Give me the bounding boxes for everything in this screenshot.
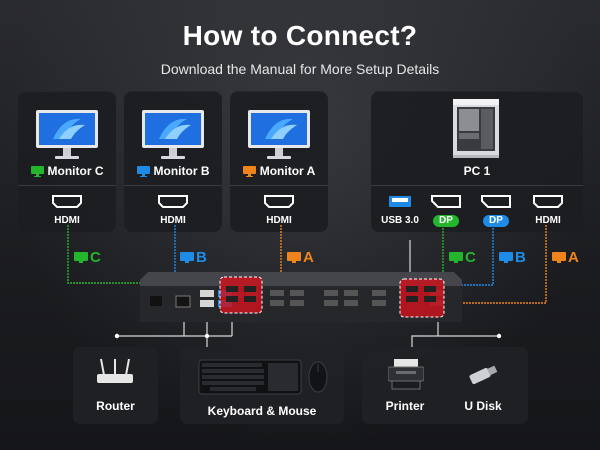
- pc-tower-icon: [453, 99, 499, 158]
- usb-port: USB 3.0: [379, 195, 421, 226]
- dp-port-blue: DP: [477, 195, 515, 227]
- monitor-c-label: Monitor C: [18, 164, 116, 178]
- monitor-c-card: Monitor C HDMI: [18, 91, 116, 232]
- tag-monitor-a: A: [287, 249, 314, 266]
- kvm-switch: [140, 272, 462, 322]
- displayport-icon: [481, 195, 511, 208]
- displayport-icon: [431, 195, 461, 208]
- monitor-icon: [142, 110, 204, 159]
- monitor-color-icon: [136, 165, 150, 177]
- monitor-color-icon: [74, 251, 88, 263]
- usb-drive-icon: [469, 365, 498, 385]
- printer-label: Printer: [385, 399, 425, 413]
- keyboard-icon: [198, 359, 302, 395]
- card-divider: [18, 185, 116, 186]
- tag-pc-b: B: [499, 249, 526, 266]
- monitor-color-icon: [499, 251, 513, 263]
- monitor-color-icon: [552, 251, 566, 263]
- hdmi-port: HDMI: [529, 195, 567, 226]
- monitor-icon: [36, 110, 98, 159]
- hdmi-port: HDMI: [264, 195, 294, 226]
- tag-monitor-c: C: [74, 249, 101, 266]
- keyboard-mouse-label: Keyboard & Mouse: [207, 404, 317, 418]
- printer-udisk-card: Printer U Disk: [362, 347, 528, 424]
- usb-port-icon: [389, 196, 411, 207]
- card-divider: [124, 185, 222, 186]
- hdmi-port-icon: [264, 195, 294, 208]
- monitor-icon: [248, 110, 310, 159]
- card-divider: [371, 185, 583, 186]
- card-divider: [230, 185, 328, 186]
- monitor-a-card: Monitor A HDMI: [230, 91, 328, 232]
- page-subtitle: Download the Manual for More Setup Detai…: [160, 61, 440, 77]
- monitor-b-label: Monitor B: [124, 164, 222, 178]
- hdmi-port: HDMI: [52, 195, 82, 226]
- monitor-color-icon: [287, 251, 301, 263]
- keyboard-mouse-card: Keyboard & Mouse: [180, 347, 344, 424]
- monitor-color-icon: [449, 251, 463, 263]
- monitor-color-icon: [30, 165, 44, 177]
- page-title: How to Connect?: [182, 20, 418, 51]
- hdmi-port-icon: [533, 195, 563, 208]
- udisk-label: U Disk: [464, 399, 502, 413]
- router-icon: [97, 359, 133, 383]
- hdmi-port: HDMI: [158, 195, 188, 226]
- mouse-icon: [308, 361, 328, 393]
- pc-name: PC 1: [463, 164, 491, 178]
- tag-pc-c: C: [449, 249, 476, 266]
- monitor-color-icon: [180, 251, 194, 263]
- tag-pc-a: A: [552, 249, 579, 266]
- hdmi-port-icon: [158, 195, 188, 208]
- monitor-a-label: Monitor A: [230, 164, 328, 178]
- printer-icon: [388, 359, 424, 390]
- hdmi-port-icon: [52, 195, 82, 208]
- router-label: Router: [96, 399, 135, 413]
- pc-card: PC 1 USB 3.0 DP DP HDMI: [371, 91, 583, 232]
- tag-monitor-b: B: [180, 249, 207, 266]
- router-card: Router: [73, 347, 158, 424]
- monitor-b-card: Monitor B HDMI: [124, 91, 222, 232]
- monitor-color-icon: [242, 165, 256, 177]
- dp-port-green: DP: [427, 195, 465, 227]
